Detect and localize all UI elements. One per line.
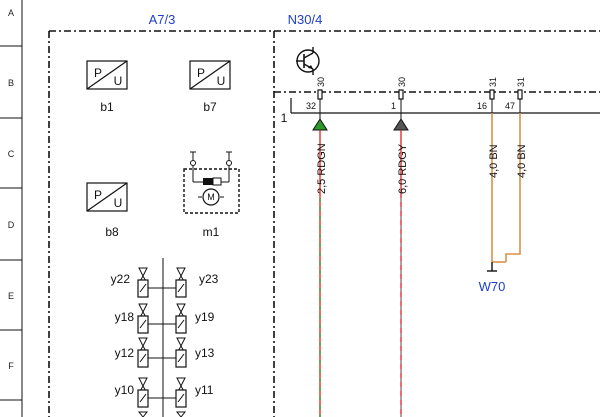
module-label-a7-3: A7/3 [149,12,176,27]
connector-pin-32-top: 30 [316,77,326,87]
sensor-b7-bottom: U [217,74,226,88]
connector-pin-47[interactable]: 31 47 4,0 BN [505,77,528,262]
sensor-b1-bottom: U [114,74,123,88]
connector-bus: 1 [281,98,600,125]
motor-m1-label: m1 [203,225,220,239]
valve-y13-label: y13 [195,346,215,360]
valve-y18[interactable] [137,303,149,334]
row-ruler: A B C D E F [0,0,23,417]
connector-pin-47-top: 31 [516,77,526,87]
valve-y23[interactable] [175,267,187,298]
sensor-b8-top: P [94,188,102,202]
sensor-b1-label: b1 [100,100,114,114]
valve-y11[interactable] [175,377,187,408]
connector-pin-32[interactable]: 30 32 2,5 RDGN [306,77,328,417]
valve-y13[interactable] [175,337,187,368]
transistor-icon [296,47,320,75]
row-label-a: A [8,8,14,18]
valve-y22[interactable] [137,267,149,298]
motor-symbol: M [207,192,215,202]
valve-y23-label: y23 [199,272,219,286]
sensor-b1[interactable]: P U [86,60,128,90]
connector-pin-1-top: 30 [397,77,407,87]
row-label-c: C [8,149,15,159]
connector-pin-16-top: 31 [488,77,498,87]
valve-y10-label: y10 [115,383,135,397]
ground-point-w70[interactable]: W70 [479,261,506,294]
wire-label-rdgn: 2,5 RDGN [316,143,328,194]
module-label-n30-4: N30/4 [288,12,323,27]
valve-y22-label: y22 [111,272,131,286]
valve-y12[interactable] [137,337,149,368]
valve-y10[interactable] [137,377,149,408]
valve-y19[interactable] [175,303,187,334]
sensor-b1-top: P [94,66,102,80]
ground-label: W70 [479,279,506,294]
wire-label-bn-1: 4,0 BN [488,144,500,178]
wire-label-bn-2: 4,0 BN [516,144,528,178]
sensor-b7-top: P [197,66,205,80]
valve-y18-label: y18 [115,310,135,324]
wire-label-rdgy: 6,0 RDGY [397,143,409,194]
connector-pin-1-label: 1 [391,101,396,111]
sensor-b7-label: b7 [203,100,217,114]
connector-pin-16-label: 16 [477,101,487,111]
sensor-b8-label: b8 [105,225,119,239]
connector-pin-16[interactable]: 31 16 4,0 BN [477,77,500,262]
connector-pin-32-label: 32 [306,101,316,111]
row-label-d: D [8,220,15,230]
valve-y19-label: y19 [195,310,215,324]
sensor-b8[interactable]: P U [86,182,128,212]
row-label-e: E [8,291,14,301]
sensor-b7[interactable]: P U [189,60,231,90]
connector-pin-1[interactable]: 30 1 6,0 RDGY [391,77,409,417]
sensor-b8-bottom: U [114,196,123,210]
motor-m1[interactable]: M [183,151,240,214]
valve-y12-label: y12 [115,346,135,360]
valve-y11-label: y11 [195,383,214,397]
bus-pin-label: 1 [281,111,288,125]
valve-bank: y22 y23 y18 y19 [111,258,219,417]
row-label-f: F [8,361,14,371]
connector-pin-47-label: 47 [505,101,515,111]
module-boundary [48,30,600,417]
row-label-b: B [8,78,14,88]
